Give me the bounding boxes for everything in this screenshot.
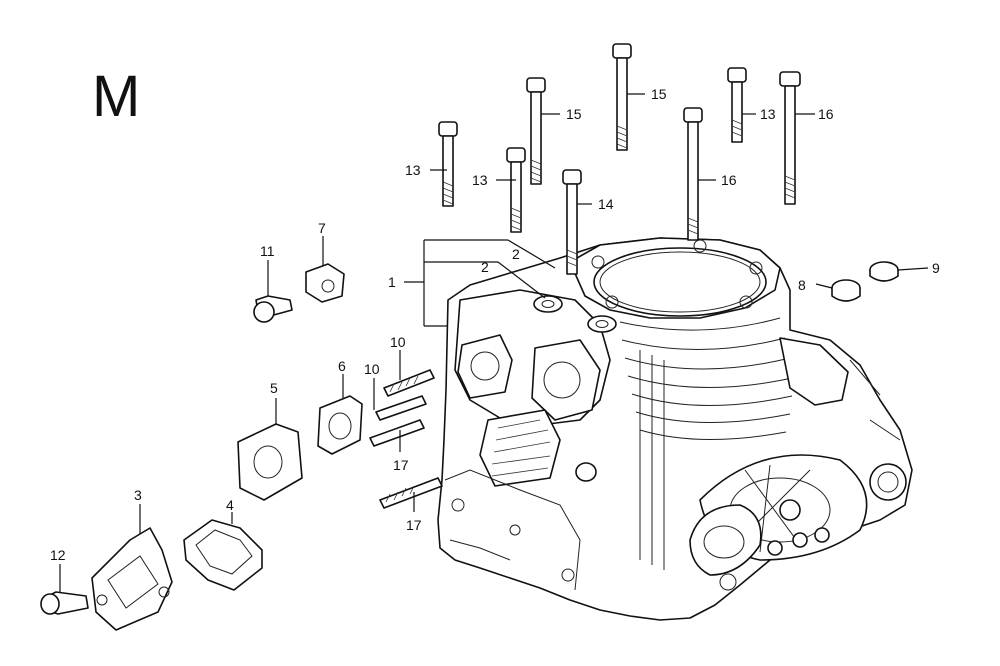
cover-3 <box>91 527 173 631</box>
bolt-13-right <box>727 67 747 143</box>
bolt-15-right <box>612 43 632 151</box>
callout-7: 7 <box>318 220 326 236</box>
callout-13c: 13 <box>760 106 776 122</box>
bolt-11 <box>253 295 293 323</box>
callout-10b: 10 <box>364 361 380 377</box>
bolt-15-left <box>526 77 546 185</box>
callout-16b: 16 <box>818 106 834 122</box>
callout-4: 4 <box>226 497 234 513</box>
callout-2a: 2 <box>512 246 520 262</box>
callout-8: 8 <box>798 277 806 293</box>
callout-10a: 10 <box>390 334 406 350</box>
bolt-12 <box>40 591 89 615</box>
callout-3: 3 <box>134 487 142 503</box>
bolt-13-middle <box>506 147 526 233</box>
bolt-13-left <box>438 121 458 207</box>
callout-6: 6 <box>338 358 346 374</box>
callout-labels: 1 2 2 3 4 5 6 7 8 9 10 10 11 12 13 13 13… <box>50 86 940 563</box>
callout-15a: 15 <box>566 106 582 122</box>
bolt-16-right <box>779 71 801 205</box>
gasket-4 <box>183 519 263 591</box>
leader-lines <box>59 93 929 592</box>
plug-8 <box>831 279 861 302</box>
callout-17b: 17 <box>406 517 422 533</box>
callout-13a: 13 <box>405 162 421 178</box>
callout-15b: 15 <box>651 86 667 102</box>
clamp-7 <box>305 263 345 303</box>
callout-14: 14 <box>598 196 614 212</box>
callout-9: 9 <box>932 260 940 276</box>
bolt-14 <box>562 169 582 275</box>
callout-2b: 2 <box>481 259 489 275</box>
callout-17a: 17 <box>393 457 409 473</box>
callout-12: 12 <box>50 547 66 563</box>
section-letter: M <box>92 64 140 129</box>
crankcase-assembly <box>437 237 913 621</box>
callout-13b: 13 <box>472 172 488 188</box>
gasket-6 <box>317 395 363 455</box>
callout-1: 1 <box>388 274 396 290</box>
bolt-16-left <box>683 107 703 241</box>
studs-10-17 <box>369 369 443 509</box>
head-bolts <box>438 43 801 275</box>
callout-5: 5 <box>270 380 278 396</box>
callout-16a: 16 <box>721 172 737 188</box>
insulator-5 <box>237 423 303 501</box>
callout-11: 11 <box>260 243 275 259</box>
cap-9 <box>869 261 899 282</box>
